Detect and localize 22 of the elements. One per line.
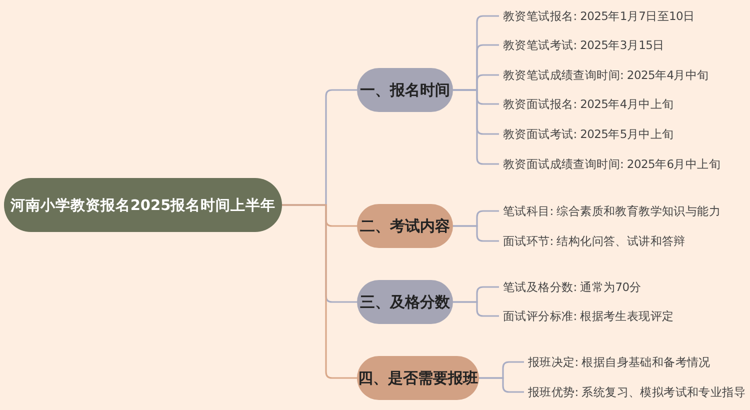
leaf-text: 面试评分标准: 根据考生表现评定 bbox=[503, 306, 674, 326]
connector-line bbox=[453, 301, 499, 317]
leaf-text: 笔试及格分数: 通常为70分 bbox=[503, 277, 641, 297]
connector-line bbox=[453, 225, 499, 242]
leaf-text: 教资面试成绩查询时间: 2025年6月中上旬 bbox=[503, 154, 721, 174]
leaf-text: 教资面试报名: 2025年4月中上旬 bbox=[503, 94, 674, 114]
leaf-text: 教资笔试考试: 2025年3月15日 bbox=[503, 35, 664, 55]
leaf-text: 报班决定: 根据自身基础和备考情况 bbox=[528, 352, 710, 372]
branch-topic: 四、是否需要报班 bbox=[357, 356, 479, 400]
branch-topic: 二、考试内容 bbox=[357, 204, 453, 248]
leaf-text: 笔试科目: 综合素质和教育教学知识与能力 bbox=[503, 201, 721, 221]
leaf-text: 教资面试考试: 2025年5月中上旬 bbox=[503, 124, 674, 144]
leaf-text: 教资笔试成绩查询时间: 2025年4月中旬 bbox=[503, 65, 709, 85]
connector-line bbox=[453, 89, 499, 165]
root-topic: 河南小学教资报名2025报名时间上半年 bbox=[4, 178, 282, 232]
connector-line bbox=[282, 204, 357, 379]
branch-topic: 三、及格分数 bbox=[357, 280, 453, 324]
connector-line bbox=[479, 377, 524, 393]
leaf-text: 报班优势: 系统复习、模拟考试和专业指导 bbox=[528, 382, 746, 402]
leaf-text: 面试环节: 结构化问答、试讲和答辩 bbox=[503, 231, 686, 251]
leaf-text: 教资笔试报名: 2025年1月7日至10日 bbox=[503, 6, 695, 26]
branch-topic: 一、报名时间 bbox=[357, 68, 453, 112]
